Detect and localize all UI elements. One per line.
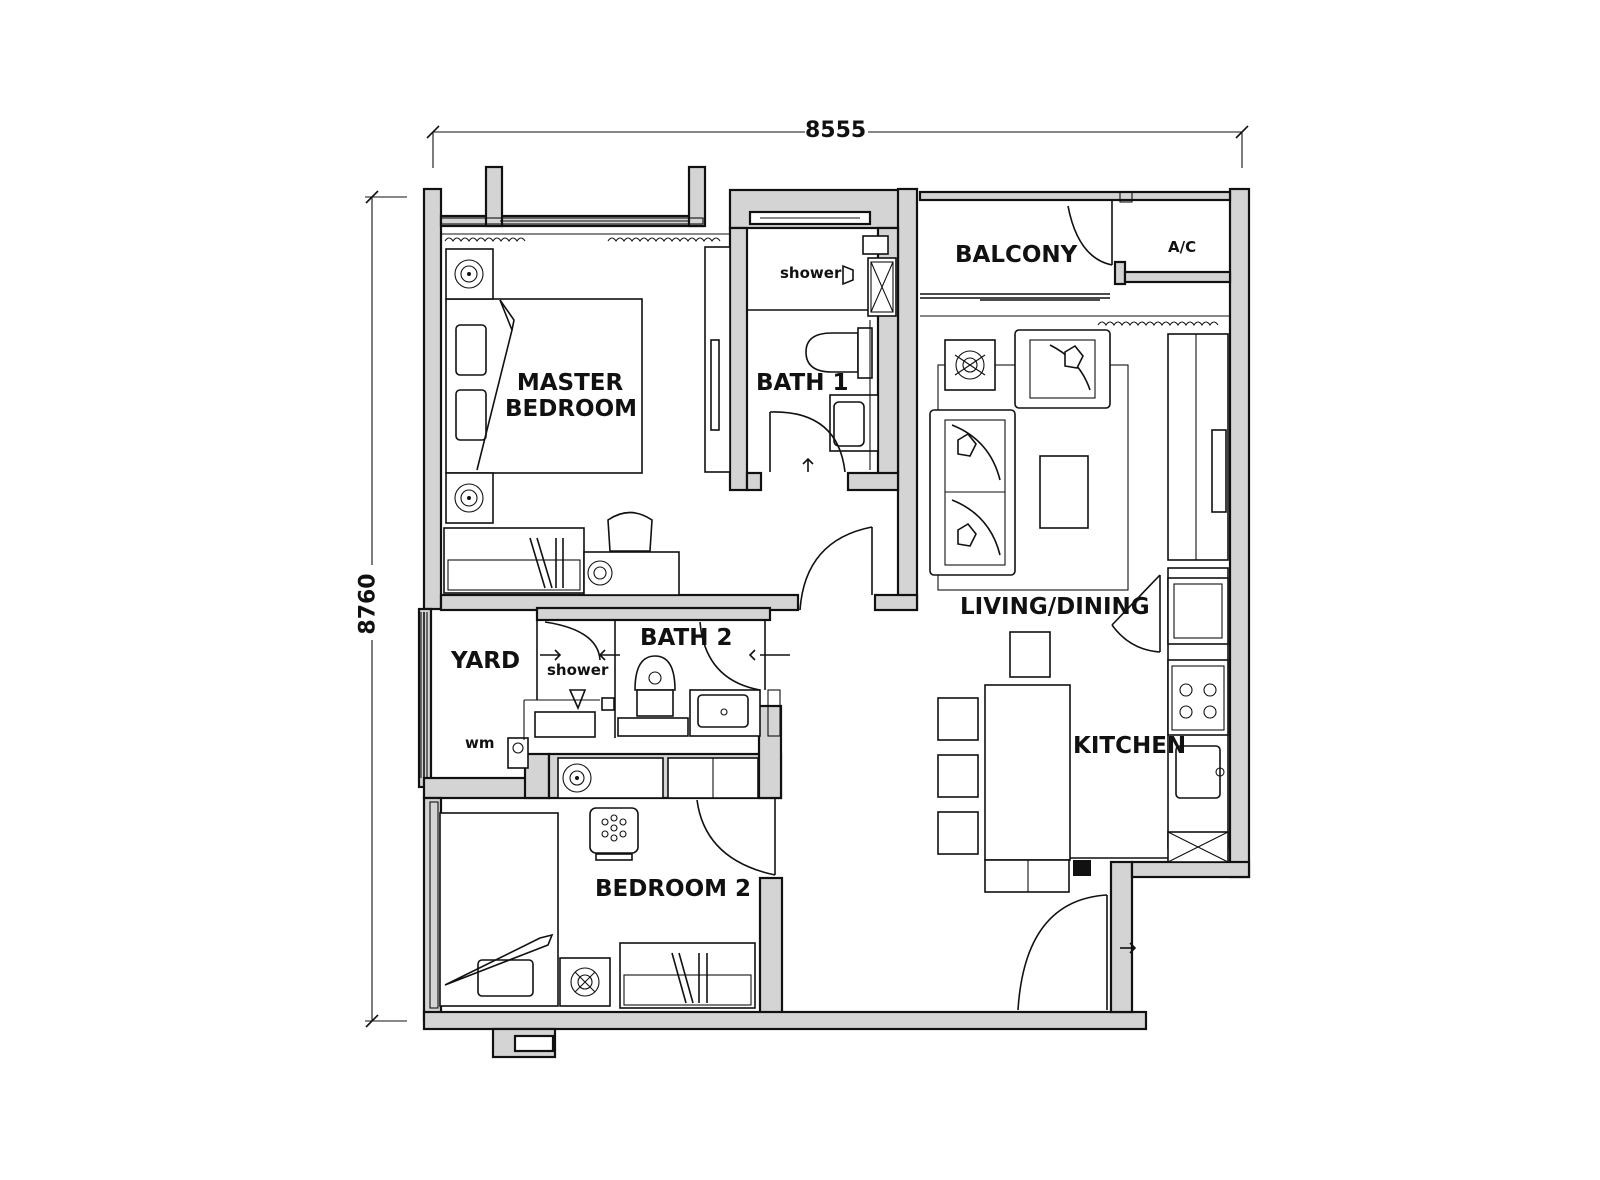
label-wm: wm <box>465 734 495 752</box>
master-bedroom-door <box>799 526 873 611</box>
bedroom2-wardrobe <box>619 942 756 1009</box>
bedroom2-bed <box>439 812 559 1007</box>
label-bath-2: BATH 2 <box>640 625 733 651</box>
tv-cabinet <box>1167 333 1229 561</box>
bedroom2-door <box>696 798 776 876</box>
balcony-door <box>1067 191 1133 266</box>
balcony-sliding-door <box>920 293 1230 317</box>
label-yard: YARD <box>451 648 521 674</box>
bedroom2-desk <box>557 757 759 799</box>
bedroom2-nightstand <box>559 957 611 1007</box>
height-dimension: 8760 <box>355 573 381 635</box>
coffee-table <box>1039 455 1089 529</box>
label-master-bedroom: MASTER BEDROOM <box>505 370 638 422</box>
yard-louvre-window <box>420 612 428 778</box>
dining-set <box>937 631 1168 893</box>
label-ac: A/C <box>1168 238 1197 256</box>
master-desk <box>583 511 680 596</box>
label-living-dining: LIVING/DINING <box>960 594 1150 620</box>
label-shower-1: shower <box>780 264 842 282</box>
curtains <box>441 233 1219 326</box>
armchair <box>1014 329 1111 409</box>
kitchen-cabinets <box>1111 567 1229 863</box>
label-bedroom-2: BEDROOM 2 <box>595 876 752 902</box>
label-bath-1: BATH 1 <box>756 370 849 396</box>
bath1-fixtures <box>747 235 897 473</box>
master-wardrobe <box>443 527 585 594</box>
master-bed <box>445 298 643 474</box>
width-dimension: 8555 <box>805 118 867 143</box>
entrance-door <box>1017 894 1137 1011</box>
label-kitchen: KITCHEN <box>1073 733 1187 759</box>
label-balcony: BALCONY <box>955 242 1078 268</box>
sofa <box>929 409 1016 576</box>
window-master-bedroom <box>440 217 704 225</box>
master-tv <box>704 246 731 473</box>
width-dimension-line <box>426 125 1249 168</box>
label-shower-2: shower <box>547 661 609 679</box>
bath2-fixtures <box>536 620 790 738</box>
yard-fixtures <box>507 699 600 769</box>
window-bedroom2 <box>429 801 439 1009</box>
side-table <box>944 339 996 391</box>
master-nightstands <box>445 248 494 524</box>
bedroom2-chair <box>589 807 639 861</box>
height-dimension-line <box>365 190 407 1028</box>
